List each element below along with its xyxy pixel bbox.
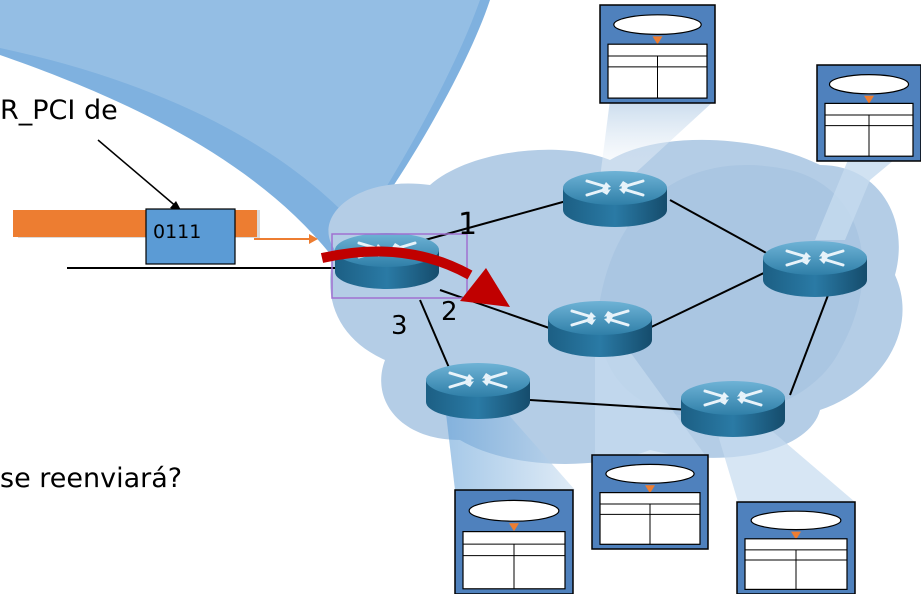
spotlight-beam-glow xyxy=(0,0,480,230)
packet-header-label: 0111 xyxy=(153,221,201,243)
header-pointer-arrow xyxy=(97,139,179,209)
beam-table-bottom-left xyxy=(445,405,575,490)
interface-label-2: 2 xyxy=(441,297,458,327)
packet-arrowhead xyxy=(309,234,318,244)
forwarding-table-bottom-right xyxy=(736,501,856,594)
forwarding-table-bottom-left xyxy=(454,489,574,594)
interface-label-1: 1 xyxy=(458,207,477,242)
forwarding-arrow xyxy=(320,246,473,280)
router-bottom-left[interactable] xyxy=(424,361,532,421)
beam-table-bottom-right xyxy=(715,425,855,502)
packet-header xyxy=(145,208,236,265)
beam-table-bottom-center xyxy=(595,345,705,455)
header-label: R_PCI de xyxy=(0,95,118,126)
forwarding-table-bottom-center xyxy=(591,454,709,550)
router-right[interactable] xyxy=(761,239,869,299)
network-cloud-inner xyxy=(599,165,863,418)
router-center[interactable] xyxy=(546,299,654,359)
beam-table-top-right xyxy=(815,155,900,240)
forwarding-table-top-right xyxy=(816,64,921,162)
router-top[interactable] xyxy=(561,169,669,229)
packet: 0111 xyxy=(13,208,260,265)
beam-table-top-center xyxy=(600,100,715,178)
interface-label-3: 3 xyxy=(391,311,408,341)
question-text: se reenviará? xyxy=(0,463,182,494)
forwarding-tables xyxy=(454,4,921,594)
forwarding-arrowhead xyxy=(460,268,510,307)
forwarding-table-top-center xyxy=(599,4,716,104)
router-bottom-right[interactable] xyxy=(679,379,787,439)
router-highlight-box xyxy=(331,233,468,299)
